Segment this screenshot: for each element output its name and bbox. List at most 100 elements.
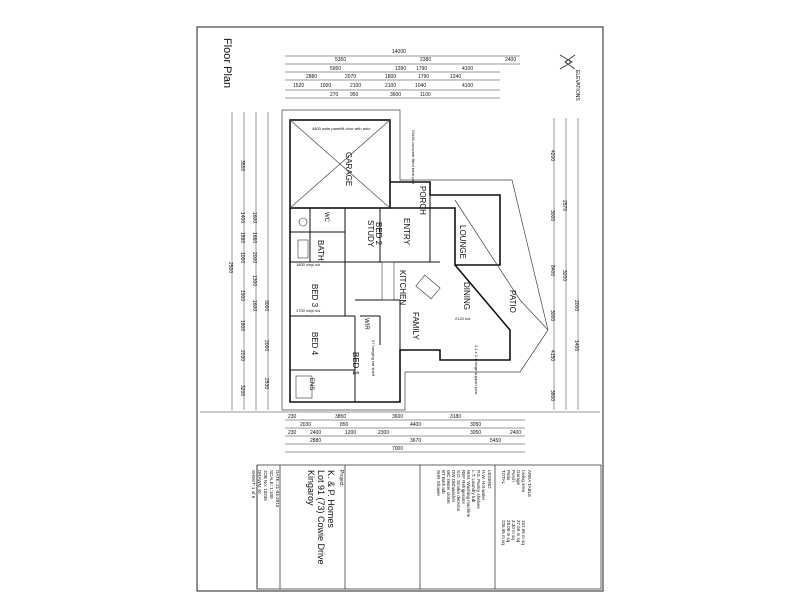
room-bed4: BED 4 (310, 332, 319, 356)
room-wc: WC (323, 212, 329, 223)
title-field: SHEET: 1 of 6 (251, 470, 256, 499)
dim-bottom: 2400 (310, 430, 321, 436)
dim-top: 5350 (335, 57, 346, 63)
area-value: 28.00 m sq (506, 520, 511, 543)
dim-left: 2530 (263, 378, 269, 389)
room-ens: ENS (308, 378, 314, 390)
room-porch: PORCH (418, 186, 427, 215)
room-bath: BATH (316, 240, 325, 261)
area-label: Living area (521, 470, 526, 493)
dim-bottom: 3180 (450, 414, 461, 420)
area-label: Patio (506, 470, 511, 481)
room-bed1: BED 1 (351, 352, 360, 376)
note-family-door: 2120 s/d (455, 316, 470, 321)
title-field: DRAWN: Kt (257, 470, 262, 494)
legend-heading: LEGEND (487, 470, 492, 489)
building-outline (289, 119, 511, 403)
dim-left: 1800 (239, 320, 245, 331)
dim-bottom: 5450 (490, 438, 501, 444)
dim-bottom: 2400 (510, 430, 521, 436)
dim-left: 1660 (251, 232, 257, 243)
legend-item: BT Bath tub (441, 470, 446, 494)
note-bed1: 2.1 x 2.1 hinge support post (474, 345, 479, 395)
area-label: TOTAL (501, 470, 506, 485)
dim-top: 2880 (306, 74, 317, 80)
legend-item: W.M. Washing machine (466, 470, 471, 518)
dim-top: 1040 (415, 83, 426, 89)
dim-bottom: 3670 (410, 438, 421, 444)
dim-top: 3600 (390, 92, 401, 98)
dim-right: 4200 (549, 150, 555, 161)
dim-left-overall: 2500 (227, 262, 233, 273)
legend-item: DW Dishwasher (451, 470, 456, 503)
kitchen-bench (381, 261, 441, 301)
room-lounge: LOUNGE (458, 225, 467, 259)
elevations-label: ELEVATIONS (574, 70, 580, 101)
dim-top: 2100 (385, 83, 396, 89)
room-entry: ENTRY (402, 218, 411, 246)
legend-item: P.S. Pantry shelves (476, 470, 481, 509)
dim-bottom: 3050 (470, 430, 481, 436)
dim-right: 3800 (549, 390, 555, 401)
dim-bottom: 230 (288, 430, 297, 436)
room-garage: GARAGE (344, 152, 353, 186)
dim-bottom: 2880 (310, 438, 321, 444)
dim-top: 4100 (462, 66, 473, 72)
dim-left: 1600 (251, 212, 257, 223)
dimension-lines (200, 55, 600, 453)
room-bed3: BED 3 (310, 284, 319, 308)
dim-left: 2030 (239, 350, 245, 361)
dim-right: 3000 (549, 310, 555, 321)
dim-top: 1240 (450, 74, 461, 80)
room-kitchen: KITCHEN (398, 270, 407, 305)
project-lot: Lot 91 (73) Cowie Drive (316, 470, 326, 565)
dim-bottom: 850 (340, 422, 349, 428)
dim-right: 3000 (549, 210, 555, 221)
dim-top: 1800 (385, 74, 396, 80)
dim-right: 2570 (561, 200, 567, 211)
area-label: Garage (516, 470, 521, 486)
legend-item: SHR Shower (436, 470, 441, 497)
sheet-border (196, 26, 604, 592)
dim-left: 2000 (263, 340, 269, 351)
title-block (256, 464, 602, 590)
dim-top: 950 (350, 92, 359, 98)
dim-bottom: 4400 (410, 422, 421, 428)
dim-left: 1000 (239, 252, 245, 263)
title-field: JOB No: 10235 (263, 470, 268, 501)
title-field: SCALE: 1:100 (269, 470, 274, 499)
room-dining: DINING (462, 282, 471, 310)
dim-top: 2380 (420, 57, 431, 63)
bath-fixtures (295, 217, 313, 399)
dim-top: 1390 (395, 66, 406, 72)
room-family: FAMILY (411, 312, 420, 341)
room-wir: WIR (363, 318, 369, 330)
legend-item: REF Refrigerator (461, 470, 466, 505)
dim-top: 2070 (345, 74, 356, 80)
dim-left: 1890 (239, 232, 245, 243)
roof-outline (281, 109, 549, 411)
dim-top: 4100 (462, 83, 473, 89)
legend-item: WC Water closet (446, 470, 451, 504)
dim-left: 2000 (251, 252, 257, 263)
dim-bottom: 1200 (345, 430, 356, 436)
dim-right: 2000 (573, 300, 579, 311)
note-garage-door: 4800 wide panelift door with auto (312, 126, 371, 131)
project-town: Kingaroy (306, 470, 316, 506)
dim-top: 1790 (416, 66, 427, 72)
dim-bottom: 3850 (335, 414, 346, 420)
area-value: 157.06 m sq (521, 520, 526, 545)
area-value: 3.30 m sq (511, 520, 516, 540)
dim-left: 1600 (251, 300, 257, 311)
legend-item: H.W. Hot water (481, 470, 486, 501)
dim-right: 4150 (549, 350, 555, 361)
dim-top: 2400 (505, 57, 516, 63)
note-bath: 1800 vinyl s/s (296, 262, 320, 267)
note-bed3: 1700 vinyl s/s (296, 308, 320, 313)
dim-left: 1400 (239, 212, 245, 223)
area-label: Porch (511, 470, 516, 482)
note-slab: 25x90 concrete filled brick pier (411, 130, 416, 185)
dim-right: 1400 (573, 340, 579, 351)
